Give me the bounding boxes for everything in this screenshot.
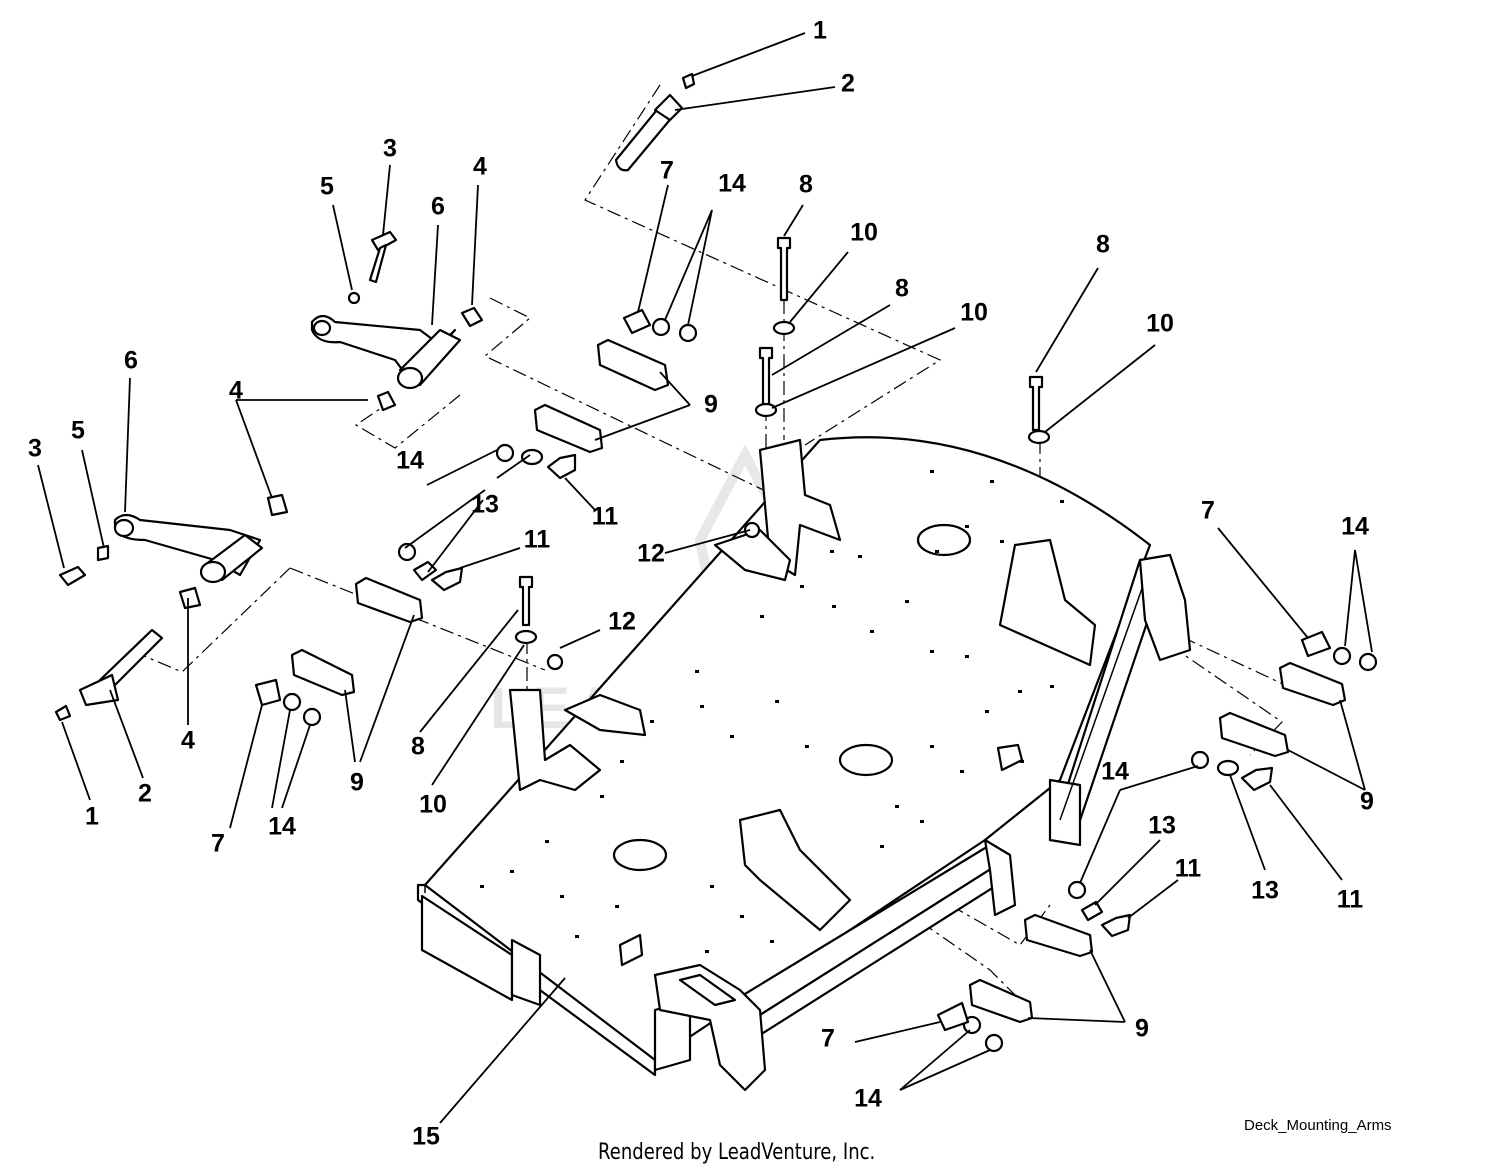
- callout-9: 9: [704, 391, 718, 419]
- callout-10: 10: [850, 219, 878, 247]
- callout-7: 7: [1201, 497, 1215, 525]
- callout-9: 9: [350, 769, 364, 797]
- hardware: [254, 236, 1378, 1053]
- callout-11: 11: [524, 526, 551, 554]
- callout-9: 9: [1360, 788, 1374, 816]
- credit-footer: Rendered by LeadVenture, Inc.: [598, 1140, 876, 1165]
- callout-13: 13: [471, 491, 499, 519]
- callout-14: 14: [718, 170, 746, 198]
- callout-4: 4: [473, 153, 487, 181]
- callout-7: 7: [211, 830, 225, 858]
- callout-9: 9: [1135, 1015, 1149, 1043]
- callout-2: 2: [841, 70, 855, 98]
- callout-10: 10: [960, 299, 988, 327]
- diagram-name-label: Deck_Mounting_Arms: [1244, 1117, 1392, 1134]
- callout-10: 10: [1146, 310, 1174, 338]
- callout-14: 14: [268, 813, 296, 841]
- callout-11: 11: [1337, 886, 1364, 914]
- callout-12: 12: [608, 608, 636, 636]
- leader-lines: [37, 32, 1373, 1124]
- mounting-plates: [290, 338, 1347, 1024]
- callout-12: 12: [637, 540, 665, 568]
- callout-10: 10: [419, 791, 447, 819]
- callout-15: 15: [412, 1123, 440, 1151]
- callout-4: 4: [181, 727, 195, 755]
- callout-14: 14: [1101, 758, 1129, 786]
- callout-6: 6: [124, 347, 138, 375]
- callout-11: 11: [1175, 855, 1202, 883]
- callout-6: 6: [431, 193, 445, 221]
- callout-5: 5: [320, 173, 334, 201]
- callout-13: 13: [1251, 877, 1279, 905]
- callout-7: 7: [821, 1025, 835, 1053]
- lower-lift-arm: [58, 493, 289, 610]
- deck-brackets: [508, 438, 1192, 1092]
- callout-8: 8: [411, 733, 425, 761]
- callout-2: 2: [138, 780, 152, 808]
- callout-8: 8: [1096, 231, 1110, 259]
- callout-1: 1: [813, 17, 827, 45]
- callout-3: 3: [383, 135, 397, 163]
- callout-5: 5: [71, 417, 85, 445]
- callout-4: 4: [229, 377, 243, 405]
- callout-14: 14: [854, 1085, 882, 1113]
- callout-8: 8: [799, 171, 813, 199]
- callout-13: 13: [1148, 812, 1176, 840]
- callout-14: 14: [1341, 513, 1369, 541]
- callout-labels: 1 2 3 4 5 6 7 14 8 10 8 10 8 10 9 6 4 5 …: [28, 17, 1374, 1151]
- callout-14: 14: [396, 447, 424, 475]
- upper-lift-arm: [310, 230, 484, 412]
- callout-3: 3: [28, 435, 42, 463]
- callout-1: 1: [85, 803, 99, 831]
- pivot-pins: [54, 72, 696, 722]
- callout-7: 7: [660, 157, 674, 185]
- callout-11: 11: [592, 503, 619, 531]
- callout-8: 8: [895, 275, 909, 303]
